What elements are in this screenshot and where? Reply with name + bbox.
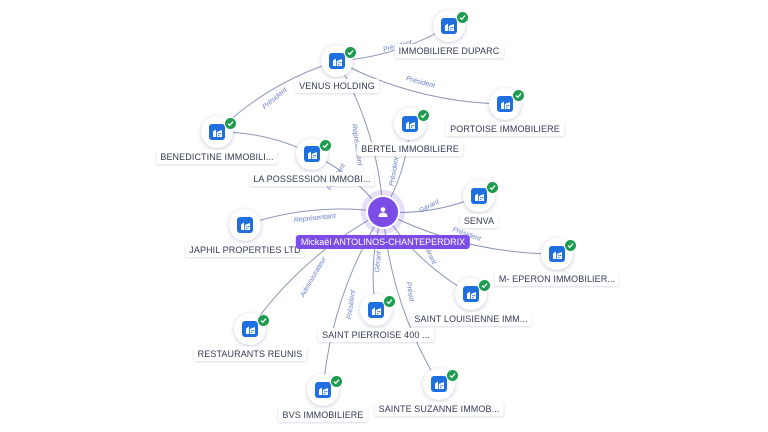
company-node-label[interactable]: IMMOBILIERE DUPARC [394,44,504,58]
center-person-label[interactable]: Mickaël ANTOLINOS-CHANTEPERDRIX [295,235,471,249]
company-node-circle[interactable] [307,374,339,406]
building-icon [209,124,225,140]
edge-label-saint-pierroise: Gérant [374,250,383,273]
company-node-label[interactable]: RESTAURANTS REUNIS [193,347,307,361]
company-node-label[interactable]: SENVA [459,214,499,228]
edge-label-portoise-immobiliere: Président [405,75,436,90]
building-icon [402,116,418,132]
company-node-label[interactable]: JAPHIL PROPERTIES LTD [185,243,305,257]
verified-check-icon [512,89,525,102]
company-node-label[interactable]: BERTEL IMMOBILIERE [357,142,463,156]
company-node-label[interactable]: PORTOISE IMMOBILIERE [446,122,564,136]
center-circle[interactable] [368,197,398,227]
edge-label-restaurants-reunis: Administrateur [299,255,328,299]
verified-check-icon [383,295,396,308]
building-icon [431,376,447,392]
building-icon [441,18,457,34]
building-icon [237,217,253,233]
company-node-label[interactable]: SAINT PIERROISE 400 ... [318,328,434,342]
verified-check-icon [417,109,430,122]
edge-label-bertel-immobiliere: Président [389,156,401,187]
edge-center-to-venus-holding [336,60,384,213]
verified-check-icon [446,369,459,382]
company-node-circle[interactable] [463,180,495,212]
person-icon [378,207,388,217]
building-icon [329,53,345,69]
edge-label-bvs-immobiliere: Président [346,289,357,320]
edge-center-to-bvs-immobiliere [322,211,384,391]
edge-venus-holding-to-portoise-immobiliere [336,60,506,105]
building-icon [497,96,513,112]
company-node-label[interactable]: BVS IMMOBILIERE [278,408,368,422]
building-icon [315,382,331,398]
company-node-circle[interactable] [229,209,261,241]
company-node-label[interactable]: SAINT LOUISIENNE IMM... [410,312,532,326]
edge-label-benedictine-immobilie: Président [261,86,289,111]
building-icon [368,302,384,318]
edge-center-to-sainte-suzanne [382,211,440,385]
verified-check-icon [319,139,332,152]
verified-check-icon [224,117,237,130]
building-icon [549,246,565,262]
verified-check-icon [486,181,499,194]
edge-label-sainte-suzanne: Présid [404,281,415,303]
company-node-label[interactable]: SAINTE SUZANNE IMMOB... [374,402,504,416]
building-icon [471,188,487,204]
verified-check-icon [330,375,343,388]
verified-check-icon [456,11,469,24]
building-icon [242,321,258,337]
edge-center-to-restaurants-reunis [249,211,384,330]
verified-check-icon [564,239,577,252]
edge-label-japhil-properties: Représentant [294,213,338,224]
edge-label-senva: Gérant [418,198,441,215]
verified-check-icon [478,279,491,292]
building-icon [304,146,320,162]
verified-check-icon [344,46,357,59]
company-node-circle[interactable] [489,88,521,120]
building-icon [463,286,479,302]
company-node-label[interactable]: LA POSSESSION IMMOBI... [249,172,375,186]
company-node-label[interactable]: VENUS HOLDING [295,79,379,93]
company-node-label[interactable]: M- EPERON IMMOBILIER... [494,272,620,286]
verified-check-icon [257,314,270,327]
company-node-label[interactable]: BENEDICTINE IMMOBILI... [156,150,278,164]
